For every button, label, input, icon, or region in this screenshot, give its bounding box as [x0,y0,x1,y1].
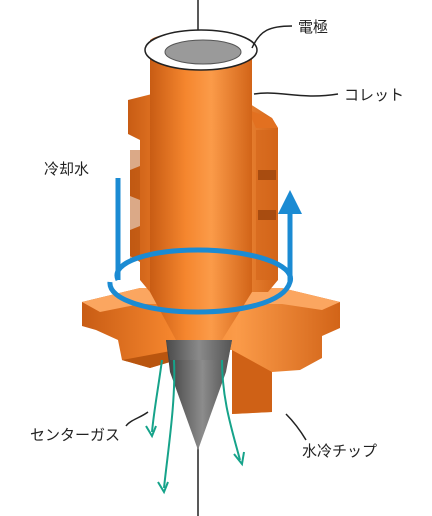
label-center-gas: センターガス [30,426,121,444]
label-cooling-water: 冷却水 [44,160,90,178]
leader-lines [125,25,339,441]
center-gas-flow [145,359,245,495]
leader-collet [253,92,339,97]
leader-water-tip [285,413,307,441]
label-collet: コレット [344,86,405,104]
downward-arrow-icon [163,359,176,489]
cooling-water-up-arrowhead [278,190,302,214]
downward-arrow-icon [151,359,163,433]
label-water-cooled-tip: 水冷チップ [302,442,378,460]
leader-center-gas [125,411,149,427]
label-electrode: 電極 [298,18,329,36]
cooling-water-flow [107,178,302,315]
electrode-tip-cone [166,340,232,450]
electrode-holder [150,31,252,340]
electrode [144,29,258,71]
leader-electrode [251,25,293,49]
downward-arrow-icon [221,359,241,461]
